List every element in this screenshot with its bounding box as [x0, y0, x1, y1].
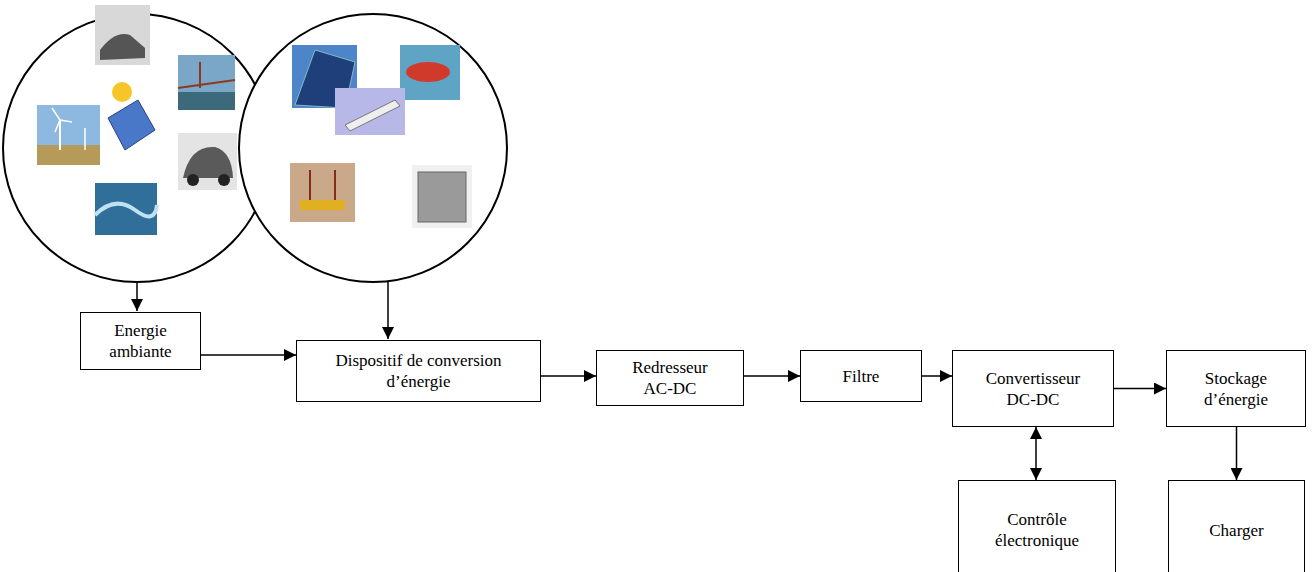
arrow-connector [1114, 388, 1166, 390]
process-box: Charger [1168, 480, 1305, 572]
process-box: Contrôle électronique [958, 480, 1116, 572]
box-label: Charger [1209, 520, 1263, 541]
process-box: Dispositif de conversion d’énergie [296, 340, 541, 402]
box-label: Dispositif de conversion d’énergie [329, 350, 509, 392]
arrow-connector [1236, 427, 1238, 480]
box-label: Contrôle électronique [982, 509, 1092, 551]
box-label: Stockage d’énergie [1186, 368, 1286, 410]
process-box: Filtre [800, 350, 922, 402]
process-box: Redresseur AC-DC [596, 350, 744, 406]
process-box: Stockage d’énergie [1166, 350, 1306, 427]
box-label: Convertisseur DC-DC [973, 368, 1093, 410]
leader-arrow [387, 281, 389, 339]
arrow-connector [541, 375, 596, 377]
box-label: Energie ambiante [91, 320, 191, 362]
box-label: Redresseur AC-DC [620, 357, 720, 399]
arrow-connector [922, 375, 952, 377]
leader-arrow [136, 282, 138, 311]
arrow-connector [201, 354, 296, 356]
box-label: Filtre [843, 366, 880, 387]
conversion-devices-circle [239, 14, 507, 282]
arrow-connector [744, 375, 800, 377]
ambient-sources-circle [3, 5, 271, 282]
arrow-connector [1035, 427, 1037, 480]
process-box: Convertisseur DC-DC [952, 350, 1114, 427]
process-box: Energie ambiante [80, 312, 201, 370]
